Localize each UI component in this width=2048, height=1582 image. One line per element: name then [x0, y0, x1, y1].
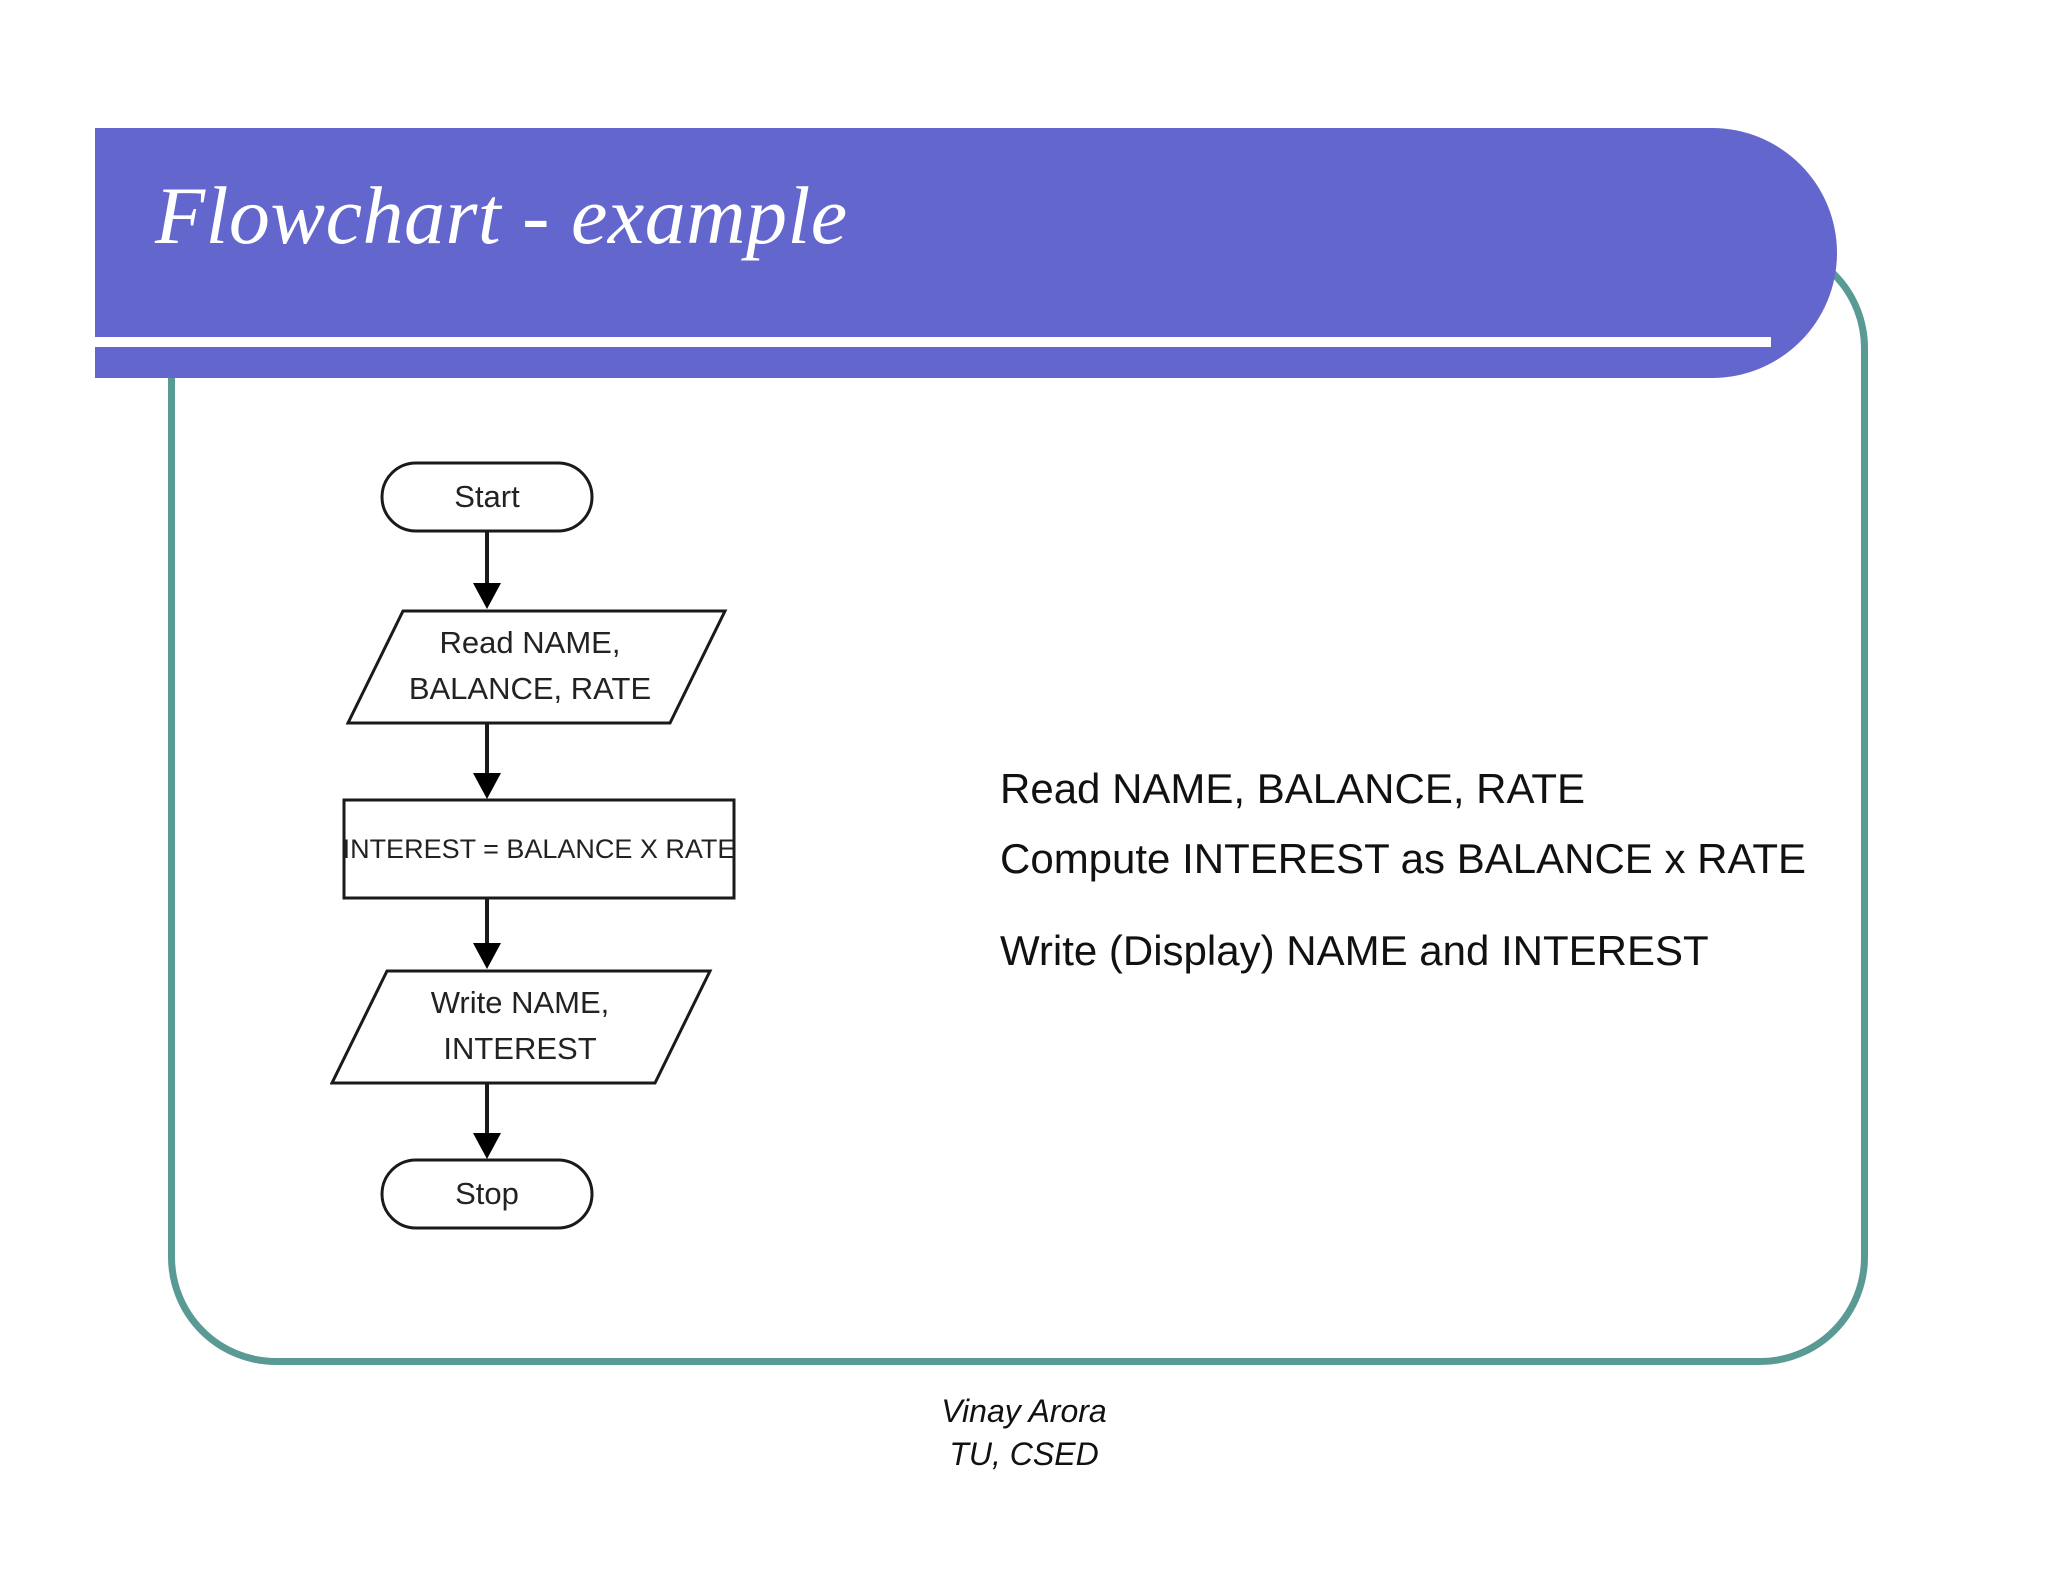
flowchart-edge-start-read — [473, 531, 501, 609]
pseudocode-text-block: Read NAME, BALANCE, RATE Compute INTERES… — [1000, 765, 1860, 997]
flowchart-node-stop-label: Stop — [455, 1176, 519, 1211]
pseudocode-line-read: Read NAME, BALANCE, RATE — [1000, 765, 1586, 812]
slide-footer: Vinay Arora TU, CSED — [0, 1390, 2048, 1476]
header-banner — [95, 128, 1837, 378]
flowchart-edge-read-compute — [473, 723, 501, 799]
flowchart-node-compute-label: INTEREST = BALANCE X RATE — [343, 834, 736, 864]
flowchart-node-write-line2: INTEREST — [443, 1031, 596, 1066]
footer-affiliation: TU, CSED — [949, 1436, 1099, 1473]
flowchart-node-compute: INTEREST = BALANCE X RATE — [342, 798, 736, 900]
footer-author-name: Vinay Arora — [941, 1393, 1107, 1429]
flowchart-node-read-line1: Read NAME, — [440, 625, 621, 660]
flowchart-node-write: Write NAME, INTEREST — [330, 969, 713, 1085]
flowchart-node-start: Start — [380, 461, 594, 533]
flowchart-diagram: Start Read NAME, BALANCE, RATE INT — [330, 455, 990, 1285]
flowchart-node-start-label: Start — [454, 479, 520, 514]
flowchart-node-write-line1: Write NAME, — [431, 985, 610, 1020]
pseudocode-line-compute: Compute INTEREST as BALANCE x RATE — [1000, 835, 1807, 882]
flowchart-node-read: Read NAME, BALANCE, RATE — [345, 609, 728, 725]
flowchart-node-stop: Stop — [380, 1158, 594, 1230]
flowchart-node-read-line2: BALANCE, RATE — [409, 671, 651, 706]
page-title: Flowchart - example — [155, 170, 848, 261]
flowchart-edge-write-stop — [473, 1083, 501, 1159]
header-underline-rule — [95, 337, 1771, 347]
pseudocode-line-write: Write (Display) NAME and INTEREST — [1000, 927, 1709, 974]
flowchart-edge-compute-write — [473, 898, 501, 969]
